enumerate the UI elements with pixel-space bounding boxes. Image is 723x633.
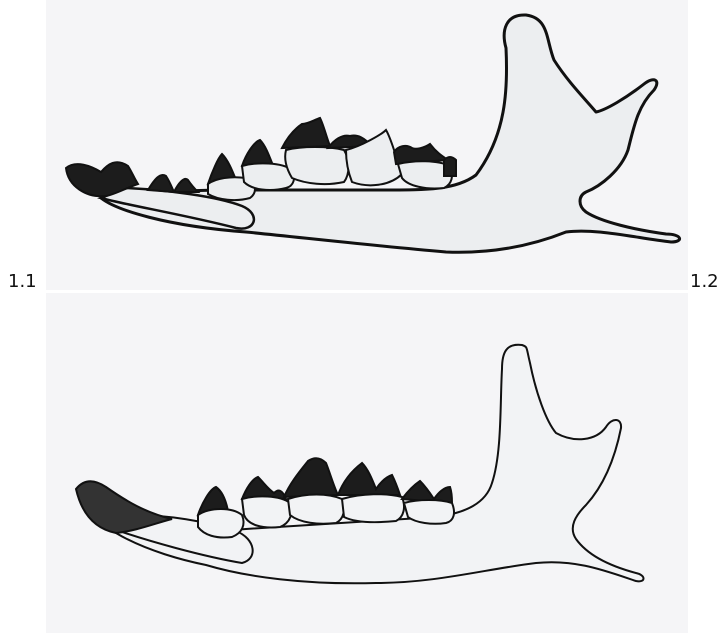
tooth-m1-root-bottom bbox=[288, 495, 344, 524]
jaw-drawing-top bbox=[46, 0, 688, 290]
tooth-m2-root-bottom bbox=[342, 494, 404, 522]
figure-label-left: 1.1 bbox=[8, 273, 37, 291]
figure-label-right: 1.2 bbox=[690, 273, 719, 291]
jaw-panel-top bbox=[46, 0, 688, 290]
tooth-m4-top bbox=[444, 157, 456, 176]
tooth-m2-crown-bottom bbox=[338, 463, 400, 495]
tooth-m1-root-top bbox=[285, 147, 348, 184]
tooth-m1-crown-bottom bbox=[284, 458, 338, 497]
jaw-panel-bottom bbox=[46, 293, 688, 633]
tooth-p4-root-bottom bbox=[242, 496, 292, 527]
tooth-p3-root-bottom bbox=[198, 509, 244, 538]
jaw-drawing-bottom bbox=[46, 293, 688, 633]
tooth-p2-top bbox=[174, 179, 198, 192]
tooth-m3-root-bottom bbox=[404, 500, 454, 524]
tooth-m1-crown-top bbox=[282, 118, 330, 148]
tooth-p1-top bbox=[148, 175, 174, 192]
